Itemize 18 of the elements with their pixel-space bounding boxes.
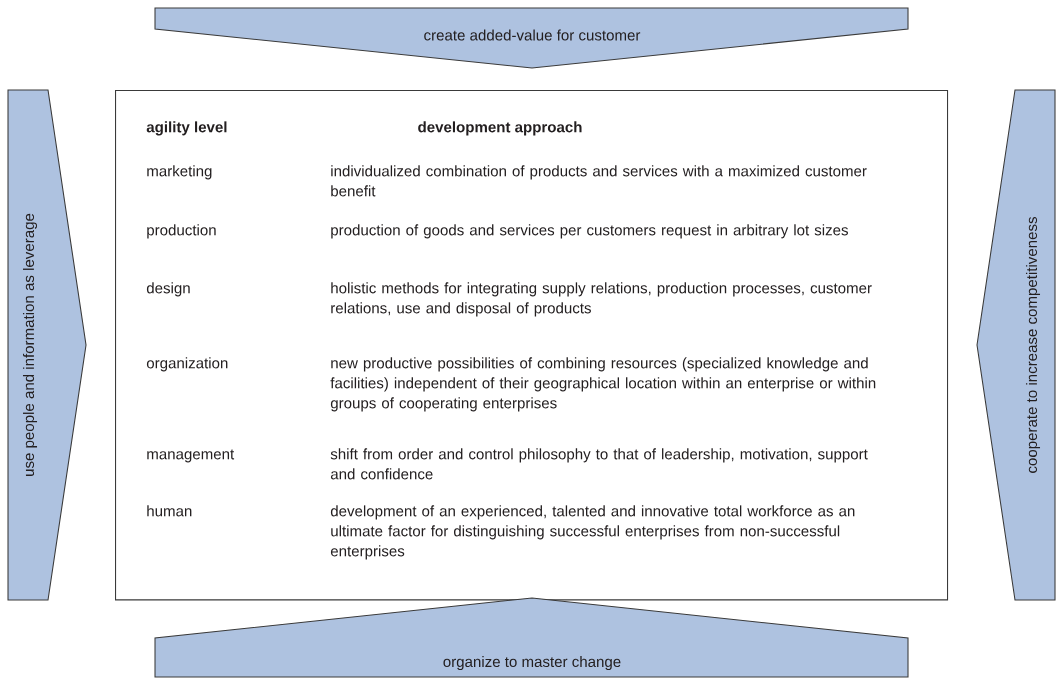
table-cell: design bbox=[146, 282, 190, 297]
table-cell: production of goods and services per customers request in arbitrary lot sizes bbox=[331, 224, 848, 239]
table-cell: holistic methods for integrating supply relations, production processes, customer relations, use and disposal of products bbox=[331, 282, 872, 317]
table-cell: marketing bbox=[147, 165, 212, 180]
arrow-band: organize to master change bbox=[154, 597, 909, 678]
table-cell: organization bbox=[146, 357, 228, 372]
column-header: development approach bbox=[418, 121, 582, 136]
table-cell: individualized combination of products and services with a maximized customer benefit bbox=[331, 165, 867, 197]
table-cell: development of an experienced, talented and innovative total workforce as an ultimate factor for distinguishing successful enterprises from non-successful enterprises bbox=[330, 505, 855, 560]
table-cell: human bbox=[147, 505, 192, 517]
arrow-band: create added-value for customer bbox=[154, 7, 909, 69]
column-header: agility level bbox=[146, 121, 227, 136]
table-cell: shift from order and control philosophy to that of leadership, motivation, support and confidence bbox=[330, 448, 868, 480]
arrow-band: cooperate to increase competitiveness bbox=[976, 89, 1056, 601]
table-cell: management bbox=[147, 449, 235, 463]
table-cell: new productive possibilities of combining resources (specialized knowledge and facilities) independent of their geographical location within an enterprise or within groups of cooperating enterprises bbox=[330, 357, 876, 412]
table-cell: production bbox=[147, 224, 216, 239]
arrow-band: use people and information as leverage bbox=[7, 89, 87, 601]
